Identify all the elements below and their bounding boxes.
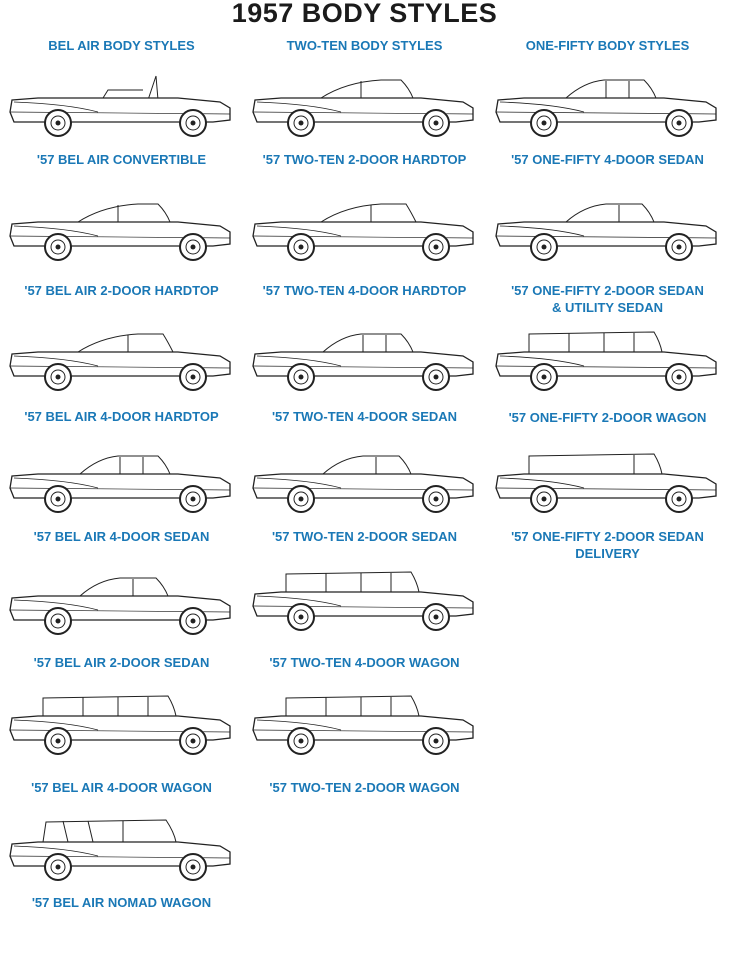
- one-fifty-heading: ONE-FIFTY BODY STYLES: [525, 38, 690, 53]
- body-style-label: '57 ONE-FIFTY 2-DOOR SEDAN & UTILITY SED…: [511, 283, 704, 315]
- body-style-label: '57 BEL AIR 2-DOOR SEDAN: [33, 655, 210, 670]
- car-illustration: [486, 192, 729, 264]
- car-illustration: [243, 686, 486, 758]
- car-illustration: [486, 322, 729, 394]
- page-title: 1957 BODY STYLES: [231, 0, 498, 28]
- car-illustration: [0, 192, 243, 264]
- body-style-label: '57 BEL AIR 2-DOOR HARDTOP: [24, 283, 219, 298]
- two-ten-heading: TWO-TEN BODY STYLES: [286, 38, 443, 53]
- body-style-label: '57 TWO-TEN 2-DOOR SEDAN: [271, 529, 458, 544]
- bel-air-heading: BEL AIR BODY STYLES: [48, 38, 195, 53]
- body-style-label: '57 TWO-TEN 4-DOOR WAGON: [269, 655, 460, 670]
- car-illustration: [0, 322, 243, 394]
- car-illustration: [486, 444, 729, 516]
- car-illustration: [0, 686, 243, 758]
- body-style-label: '57 BEL AIR 4-DOOR HARDTOP: [24, 409, 219, 424]
- body-style-label: '57 ONE-FIFTY 2-DOOR WAGON: [508, 410, 707, 425]
- body-style-label: '57 ONE-FIFTY 4-DOOR SEDAN: [511, 152, 704, 167]
- car-illustration: [243, 444, 486, 516]
- car-illustration: [243, 322, 486, 394]
- car-illustration: [243, 192, 486, 264]
- body-style-label: '57 TWO-TEN 4-DOOR HARDTOP: [262, 283, 467, 298]
- body-style-label: '57 ONE-FIFTY 2-DOOR SEDAN DELIVERY: [511, 529, 704, 561]
- car-illustration: [0, 812, 243, 884]
- body-style-label: '57 BEL AIR 4-DOOR SEDAN: [33, 529, 210, 544]
- car-illustration: [0, 444, 243, 516]
- car-illustration: [0, 566, 243, 638]
- body-style-label: '57 BEL AIR CONVERTIBLE: [36, 152, 207, 167]
- car-illustration: [486, 68, 729, 140]
- body-style-label: '57 TWO-TEN 2-DOOR WAGON: [269, 780, 460, 795]
- car-illustration: [0, 68, 243, 140]
- body-style-label: '57 BEL AIR NOMAD WAGON: [31, 895, 212, 910]
- car-illustration: [243, 68, 486, 140]
- body-style-label: '57 TWO-TEN 2-DOOR HARDTOP: [262, 152, 467, 167]
- body-style-label: '57 BEL AIR 4-DOOR WAGON: [31, 780, 212, 795]
- body-style-label: '57 TWO-TEN 4-DOOR SEDAN: [271, 409, 458, 424]
- car-illustration: [243, 562, 486, 634]
